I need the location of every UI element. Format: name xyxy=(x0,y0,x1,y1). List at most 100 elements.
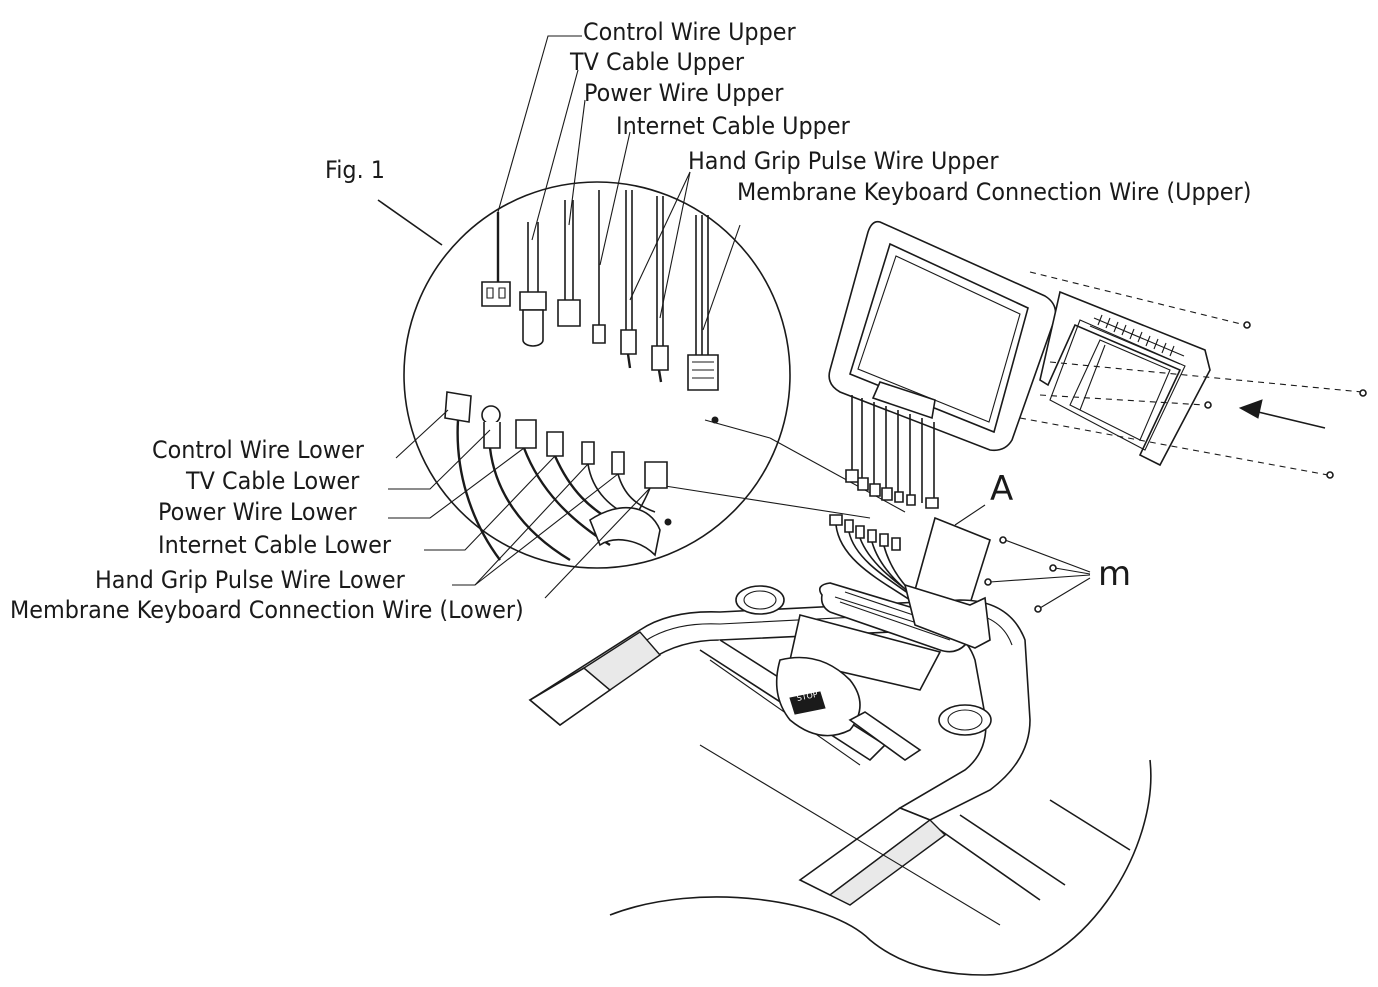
label-membrane-lower: Membrane Keyboard Connection Wire (Lower… xyxy=(10,596,524,624)
hand-grip-plug-upper-2 xyxy=(651,345,669,371)
hand-grip-plug-lower-1 xyxy=(581,441,595,465)
screw xyxy=(1204,401,1212,409)
screw-m xyxy=(984,578,992,586)
tv-cable-lower xyxy=(488,447,571,562)
detail-connector-line-right xyxy=(769,437,906,513)
screw xyxy=(1243,321,1251,329)
left-handgrip-pad xyxy=(582,631,662,691)
leader-m-4 xyxy=(1054,567,1091,575)
screw-m xyxy=(1034,605,1042,613)
label-internet-cable-upper: Internet Cable Upper xyxy=(616,112,850,140)
leader-internet-upper xyxy=(599,131,631,266)
screw-m xyxy=(1049,564,1057,572)
label-part-a: A xyxy=(990,469,1014,509)
assembly-arrow xyxy=(1238,399,1326,429)
leader-m-3 xyxy=(1039,577,1091,609)
leader-tv-upper xyxy=(531,69,579,241)
upper-connectors xyxy=(481,190,719,391)
membrane-plug-lower xyxy=(644,461,668,489)
power-wire-upper xyxy=(564,200,574,300)
label-power-wire-lower: Power Wire Lower xyxy=(158,498,357,526)
middle-crossbar xyxy=(848,711,922,761)
console-tray xyxy=(871,381,936,420)
screw-m xyxy=(999,536,1007,544)
leader-control-upper xyxy=(497,35,582,213)
base-wire-plugs xyxy=(829,514,901,551)
stop-button xyxy=(789,691,826,715)
leader-hand-grip-upper-1 xyxy=(629,171,691,301)
fig-pointer-line xyxy=(377,199,443,246)
tv-plug-lower xyxy=(481,405,501,425)
console-wires xyxy=(851,395,935,503)
leader-hand-grip-lower-2 xyxy=(474,473,619,586)
leader-hand-grip-lower-1 xyxy=(452,463,589,586)
leader-tv-lower xyxy=(388,429,491,490)
label-control-wire-lower: Control Wire Lower xyxy=(152,436,364,464)
leader-part-a xyxy=(954,504,986,526)
internet-plug-lower xyxy=(546,431,564,457)
screw xyxy=(1326,471,1334,479)
back-cover-inner xyxy=(1049,319,1186,451)
membrane-wire-upper xyxy=(695,215,709,355)
hand-grip-plug-upper-1 xyxy=(620,329,637,355)
detail-circle-outline xyxy=(403,181,791,569)
tv-plug-upper xyxy=(519,291,547,311)
label-control-wire-upper: Control Wire Upper xyxy=(583,18,796,46)
leader-hand-grip-upper-2 xyxy=(659,171,691,319)
hand-grip-wire-lower-2 xyxy=(617,473,656,513)
screw-assembly-lines xyxy=(1019,271,1367,479)
tv-plug-tip-upper xyxy=(522,309,544,347)
membrane-plug-upper xyxy=(687,354,719,391)
label-power-wire-upper: Power Wire Upper xyxy=(584,79,784,107)
label-internet-cable-lower: Internet Cable Lower xyxy=(158,531,392,559)
label-hand-grip-lower: Hand Grip Pulse Wire Lower xyxy=(95,566,405,594)
control-wire-lower xyxy=(456,419,501,561)
label-part-m: m xyxy=(1098,554,1132,594)
label-tv-cable-upper: TV Cable Upper xyxy=(570,48,745,76)
leader-membrane-upper xyxy=(702,224,741,331)
back-cover xyxy=(1039,290,1211,467)
label-membrane-upper: Membrane Keyboard Connection Wire (Upper… xyxy=(737,178,1252,206)
leader-membrane-lower xyxy=(544,487,651,599)
power-plug-upper xyxy=(557,299,581,327)
label-tv-cable-lower: TV Cable Lower xyxy=(186,467,360,495)
center-panel xyxy=(789,614,942,691)
control-plug-upper xyxy=(481,281,511,307)
cup-holder-left xyxy=(735,585,785,615)
power-plug-lower xyxy=(515,419,537,449)
control-plug-lower xyxy=(444,391,472,423)
lower-leader-lines xyxy=(388,409,651,599)
cup-holder-right xyxy=(938,704,992,736)
console-display xyxy=(828,220,1057,509)
hand-grip-wire-upper-2 xyxy=(656,196,664,346)
upper-leader-lines xyxy=(497,35,741,331)
arrow-head xyxy=(1238,399,1263,419)
console-screen xyxy=(849,242,1029,434)
leader-m-1 xyxy=(1004,539,1091,573)
back-cover-frame xyxy=(1039,290,1211,467)
hand-grip-wire-upper-1 xyxy=(625,190,633,330)
mounting-bracket xyxy=(903,583,991,649)
tv-cable-upper xyxy=(527,222,539,292)
leader-power-lower xyxy=(388,447,525,519)
deck-outline xyxy=(609,759,1152,976)
label-hand-grip-upper: Hand Grip Pulse Wire Upper xyxy=(688,147,999,175)
detail-connector-line-left xyxy=(664,485,871,519)
detail-bracket xyxy=(589,506,661,557)
hand-grip-plug-lower-2 xyxy=(611,451,625,475)
internet-plug-upper xyxy=(592,324,606,344)
leader-control-lower xyxy=(395,409,449,459)
detail-magnifier xyxy=(377,181,906,569)
lower-connectors xyxy=(444,391,668,562)
leader-internet-lower xyxy=(424,455,556,551)
treadmill-frame xyxy=(528,582,1152,976)
leader-power-upper xyxy=(568,99,586,226)
right-handgrip-pad xyxy=(828,819,947,906)
right-upright xyxy=(939,814,1066,901)
screw xyxy=(1359,389,1367,397)
fig-label: Fig. 1 xyxy=(325,156,385,184)
base-wires xyxy=(835,524,931,611)
detail-rivet-2 xyxy=(664,518,672,526)
